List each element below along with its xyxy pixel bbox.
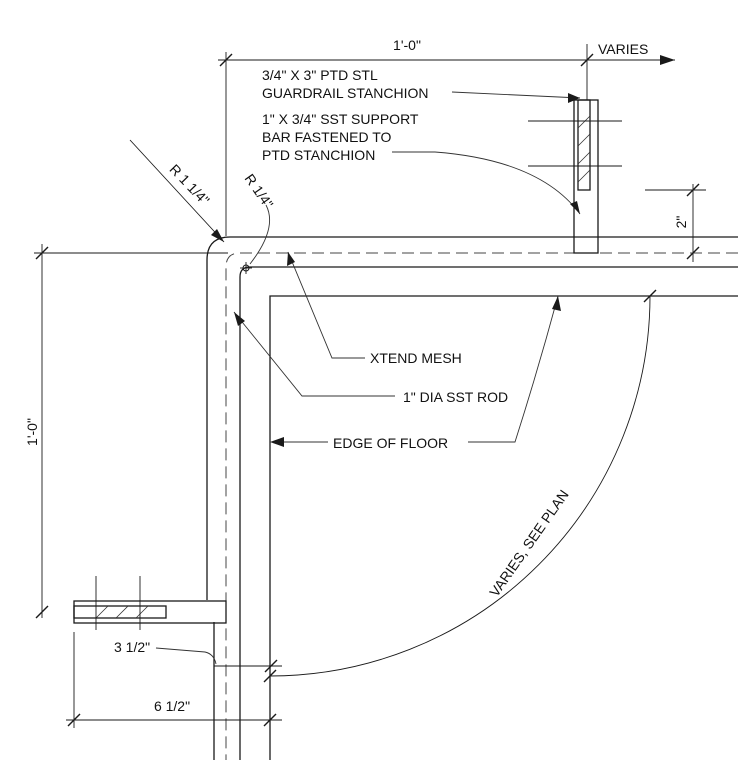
dim-top-label: 1'-0" <box>393 37 421 53</box>
mesh-leader <box>287 251 365 359</box>
edge-leader <box>270 295 561 447</box>
rod-centerline <box>225 252 738 760</box>
dim-3half <box>155 647 282 673</box>
dim-6half-label: 6 1/2" <box>154 698 190 714</box>
edge-of-floor <box>269 295 738 760</box>
dim-right-2in <box>645 183 706 262</box>
rod-leader <box>233 311 395 397</box>
edge-label: EDGE OF FLOOR <box>333 435 448 451</box>
rod-label: 1" DIA SST ROD <box>403 389 508 405</box>
left-stanchion <box>73 576 227 630</box>
radius-outer-leader <box>129 139 225 243</box>
dim-right-label: 2" <box>673 216 689 229</box>
support-bar-leader <box>392 151 581 215</box>
mesh-outline <box>206 236 738 760</box>
varies-label: VARIES <box>598 41 648 57</box>
right-stanchion <box>528 99 622 254</box>
support-bar-label-2: BAR FASTENED TO <box>262 129 392 145</box>
support-bar-label-1: 1" X 3/4" SST SUPPORT <box>262 111 419 127</box>
stanchion-label-2: GUARDRAIL STANCHION <box>262 85 428 101</box>
radius-inner-leader <box>240 204 271 274</box>
dim-left <box>34 244 228 619</box>
stanchion-label-1: 3/4" X 3" PTD STL <box>262 67 378 83</box>
dim-3half-label: 3 1/2" <box>114 639 150 655</box>
radius-outer-label: R 1 1/4" <box>166 161 212 208</box>
mesh-label: XTEND MESH <box>370 350 462 366</box>
dim-top <box>218 44 675 236</box>
stanchion-leader <box>451 91 581 103</box>
radius-inner-label: R 1/4" <box>242 171 277 212</box>
dim-left-label: 1'-0" <box>24 418 40 446</box>
support-bar-label-3: PTD STANCHION <box>262 147 375 163</box>
varies-arc <box>263 289 657 683</box>
dim-6half <box>66 632 282 728</box>
